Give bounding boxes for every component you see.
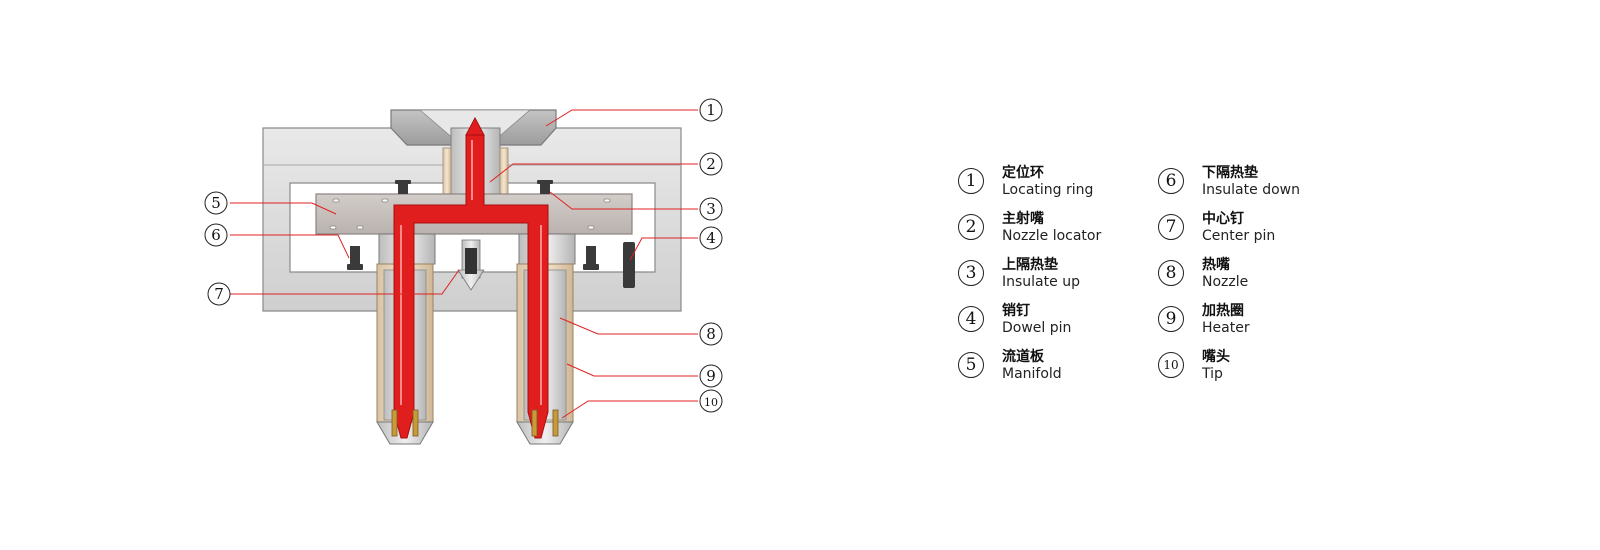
leader-10 — [561, 400, 698, 419]
legend-label-zh: 主射嘴 — [1002, 211, 1044, 227]
callout-circle — [699, 226, 723, 250]
leader-2 — [489, 163, 698, 183]
callout-circle — [699, 389, 723, 413]
callout-number: 4 — [706, 229, 716, 247]
legend-label-en: Dowel pin — [1002, 320, 1072, 336]
callout-number: 2 — [706, 155, 716, 173]
legend-label-zh: 下隔热垫 — [1202, 165, 1258, 181]
hot-runner-diagram: 1 2 3 4 5 6 7 8 9 10 — [204, 98, 723, 445]
callout-circle — [699, 364, 723, 388]
legend-label-zh: 流道板 — [1002, 349, 1044, 365]
melt-flow-channel — [393, 134, 549, 439]
callout-circle — [207, 282, 231, 306]
callout-7: 7 — [207, 282, 231, 306]
legend-label-en: Nozzle — [1202, 274, 1249, 290]
legend-label-en: Insulate down — [1202, 182, 1300, 198]
legend-label-zh: 热嘴 — [1202, 257, 1230, 273]
callout-circle — [699, 98, 723, 122]
callout-9: 9 — [699, 364, 723, 388]
legend-label-zh: 销钉 — [1002, 303, 1030, 319]
callout-number: 10 — [704, 396, 718, 409]
callout-5: 5 — [204, 191, 228, 215]
callout-4: 4 — [699, 226, 723, 250]
legend-number: 6 — [1158, 168, 1184, 194]
dowel-pin — [623, 242, 635, 288]
callout-circle — [204, 191, 228, 215]
callout-number: 8 — [706, 325, 716, 343]
legend-label-zh: 中心钉 — [1202, 211, 1244, 227]
callout-number: 6 — [211, 226, 221, 244]
legend-label-en: Nozzle locator — [1002, 228, 1102, 244]
callout-number: 1 — [706, 101, 716, 119]
leader-6 — [230, 234, 350, 259]
legend-label-en: Manifold — [1002, 366, 1062, 382]
leader-4 — [629, 237, 698, 261]
callout-8: 8 — [699, 322, 723, 346]
legend-label-en: Locating ring — [1002, 182, 1094, 198]
legend-label-zh: 上隔热垫 — [1002, 257, 1058, 273]
callout-3: 3 — [699, 197, 723, 221]
legend-number: 7 — [1158, 214, 1184, 240]
legend-label-zh: 定位环 — [1002, 165, 1044, 181]
tip — [391, 409, 559, 437]
center-pin — [457, 239, 485, 291]
callout-circle — [204, 223, 228, 247]
callout-circle — [699, 152, 723, 176]
leader-9 — [566, 363, 698, 377]
legend-number: 5 — [958, 352, 984, 378]
legend-label-en: Center pin — [1202, 228, 1276, 244]
legend-number: 8 — [1158, 260, 1184, 286]
leader-3 — [549, 191, 698, 210]
legend-number: 4 — [958, 306, 984, 332]
callout-circle — [699, 322, 723, 346]
legend-number: 10 — [1158, 352, 1184, 378]
legend-number: 2 — [958, 214, 984, 240]
leader-1 — [545, 109, 698, 127]
callout-2: 2 — [699, 152, 723, 176]
legend-label-zh: 加热圈 — [1202, 303, 1244, 319]
legend-label-zh: 嘴头 — [1202, 349, 1230, 365]
callout-1: 1 — [699, 98, 723, 122]
legend-number: 1 — [958, 168, 984, 194]
callout-number: 9 — [706, 367, 716, 385]
callout-number: 3 — [706, 200, 716, 218]
legend-number: 3 — [958, 260, 984, 286]
insulate-up — [395, 180, 553, 194]
legend-label-en: Insulate up — [1002, 274, 1080, 290]
legend-number: 9 — [1158, 306, 1184, 332]
callout-number: 7 — [214, 285, 224, 303]
callout-circle — [699, 197, 723, 221]
legend-label-en: Tip — [1202, 366, 1223, 382]
leader-7 — [230, 269, 460, 295]
leader-5 — [230, 202, 337, 215]
callout-number: 5 — [211, 194, 221, 212]
legend-label-en: Heater — [1202, 320, 1250, 336]
callout-6: 6 — [204, 223, 228, 247]
leader-8 — [559, 317, 698, 335]
callout-10: 10 — [699, 389, 723, 413]
